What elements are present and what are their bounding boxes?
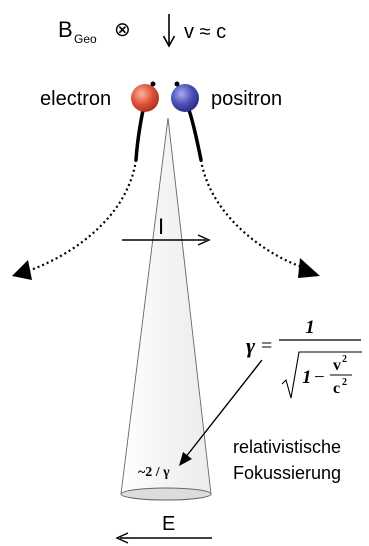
- positron-arrowhead-icon: [298, 258, 320, 278]
- formula-numerator: 1: [305, 317, 315, 338]
- field-symbol: B: [58, 17, 73, 42]
- positron: positron: [171, 82, 282, 113]
- positron-track-solid: [189, 110, 201, 160]
- field-label: E: [162, 513, 175, 535]
- caption-line-1: relativistische: [233, 437, 341, 457]
- velocity-text: v ≈ c: [184, 21, 226, 43]
- electron-track: [12, 110, 143, 280]
- caption-line-2: Fokussierung: [233, 463, 341, 483]
- focusing-caption: relativistische Fokussierung: [233, 437, 341, 483]
- electron-ball: [131, 84, 159, 112]
- positron-track: [189, 110, 320, 278]
- formula-v-exponent: 2: [342, 354, 347, 365]
- formula-minus: −: [314, 367, 325, 388]
- magnetic-field-label: B Geo ⊗: [58, 17, 131, 46]
- current-label: I: [158, 214, 164, 239]
- positron-track-dotted: [201, 160, 305, 268]
- formula-equals: =: [261, 335, 272, 357]
- cone-base: [121, 488, 211, 500]
- formula-c: c: [333, 380, 340, 397]
- electron-track-solid: [136, 110, 143, 160]
- electron-tip: [151, 82, 156, 87]
- positron-ball: [171, 84, 199, 112]
- positron-tip: [175, 82, 180, 87]
- field-subscript: Geo: [74, 32, 97, 46]
- formula-gamma: γ: [246, 333, 256, 358]
- formula-radical-one: 1: [302, 367, 312, 388]
- into-page-icon: ⊗: [114, 19, 131, 41]
- electron-arrowhead-icon: [12, 260, 32, 280]
- electron-track-dotted: [25, 160, 136, 272]
- electric-field-indicator: E: [117, 513, 212, 543]
- cone-angle-label: ~2 / γ: [138, 465, 170, 480]
- electron: electron: [40, 82, 159, 113]
- gamma-formula: γ = 1 1 − v 2 c 2: [246, 317, 362, 398]
- positron-label: positron: [211, 88, 282, 110]
- formula-v: v: [333, 357, 341, 374]
- formula-c-exponent: 2: [342, 377, 347, 388]
- velocity-label: v ≈ c: [164, 14, 227, 46]
- electron-label: electron: [40, 88, 111, 110]
